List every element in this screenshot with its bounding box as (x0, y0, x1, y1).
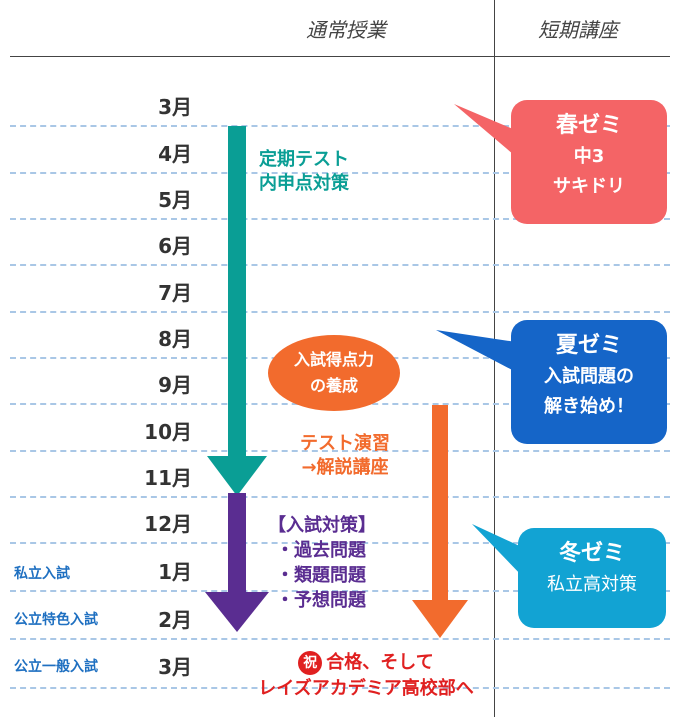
summer-title: 夏ゼミ (555, 333, 622, 358)
month-label: 9月 (158, 373, 192, 397)
final-text1: 合格、そして (326, 652, 434, 673)
exam-prep-label: 【入試対策】 ・過去問題 ・類題問題 ・予想問題 (268, 513, 376, 613)
row-divider (10, 450, 670, 452)
final-line1: 祝合格、そして (246, 650, 486, 676)
test-practice-label: テスト演習 →解説講座 (300, 432, 390, 480)
month-label: 12月 (144, 512, 192, 536)
month-label: 10月 (144, 420, 192, 444)
spring-seminar-bubble: 春ゼミ 中3 サキドリ (511, 100, 667, 224)
summer-seminar-bubble: 夏ゼミ 入試問題の 解き始め！ (511, 320, 667, 444)
celebration-icon: 祝 (298, 651, 323, 675)
final-line2: レイズアカデミア高校部へ (258, 678, 474, 699)
regular-test-line1: 定期テスト (259, 149, 349, 170)
orange-line1: テスト演習 (300, 433, 390, 454)
purple-heading: 【入試対策】 (268, 515, 376, 536)
row-divider (10, 172, 670, 174)
month-label: 2月 (158, 608, 192, 632)
spring-line2: サキドリ (553, 176, 625, 197)
purple-item: ・予想問題 (276, 590, 366, 611)
private-exam-label: 私立入試 (14, 566, 70, 582)
teal-arrow (207, 126, 267, 496)
summer-line1: 入試問題の (544, 366, 634, 387)
row-divider (10, 542, 670, 544)
orange-arrow (412, 405, 468, 638)
month-label: 11月 (144, 466, 192, 490)
summer-line2: 解き始め！ (544, 396, 634, 417)
winter-line1: 私立高対策 (547, 574, 637, 595)
row-divider (10, 264, 670, 266)
public-special-exam-label: 公立特色入試 (14, 612, 98, 628)
month-label: 6月 (158, 234, 192, 258)
purple-item: ・過去問題 (276, 540, 366, 561)
header-divider (10, 56, 670, 57)
row-divider (10, 311, 670, 313)
final-message: 祝合格、そして レイズアカデミア高校部へ (246, 650, 486, 702)
winter-title: 冬ゼミ (558, 541, 625, 566)
purple-arrow (205, 493, 269, 632)
month-label: 8月 (158, 327, 192, 351)
winter-bubble-tail (472, 524, 524, 578)
oval-line2: の養成 (309, 376, 358, 395)
header-short-courses: 短期講座 (538, 18, 618, 42)
spring-bubble-tail (454, 104, 520, 160)
regular-test-label: 定期テスト 内申点対策 (259, 148, 349, 196)
row-divider (10, 638, 670, 640)
purple-item: ・類題問題 (276, 565, 366, 586)
month-label: 4月 (158, 142, 192, 166)
exam-score-oval: 入試得点力 の養成 (268, 335, 400, 411)
public-general-exam-label: 公立一般入試 (14, 659, 98, 675)
orange-line2: →解説講座 (301, 457, 389, 478)
row-divider (10, 125, 670, 127)
month-label: 3月 (158, 95, 192, 119)
month-label: 3月 (158, 655, 192, 679)
month-label: 7月 (158, 281, 192, 305)
row-divider (10, 590, 670, 592)
regular-test-line2: 内申点対策 (259, 173, 349, 194)
winter-seminar-bubble: 冬ゼミ 私立高対策 (518, 528, 666, 628)
row-divider (10, 687, 670, 689)
row-divider (10, 496, 670, 498)
month-label: 1月 (158, 560, 192, 584)
month-label: 5月 (158, 188, 192, 212)
header-regular-classes: 通常授業 (306, 18, 386, 42)
spring-title: 春ゼミ (555, 113, 622, 138)
spring-line1: 中3 (573, 146, 605, 167)
oval-line1: 入試得点力 (293, 350, 374, 369)
summer-bubble-tail (436, 330, 516, 372)
row-divider (10, 218, 670, 220)
